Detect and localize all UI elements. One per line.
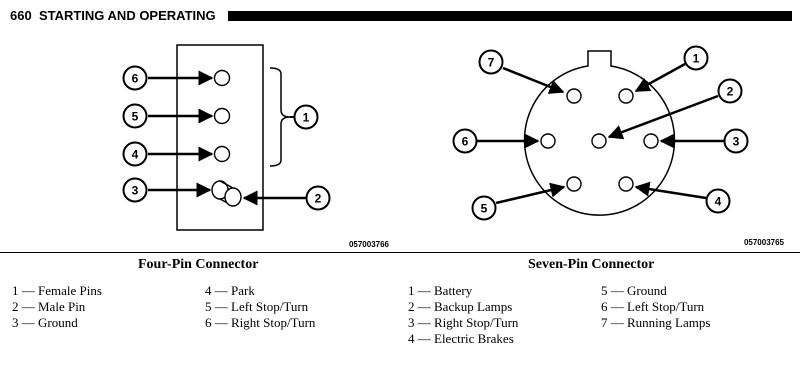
seven-callout-2-label: 2 <box>727 85 734 99</box>
callout-3: 3 <box>122 177 148 203</box>
seven-callout-1-label: 1 <box>693 52 700 66</box>
four-pin-legend-left: 1 — Female Pins 2 — Male Pin 3 — Ground <box>12 283 102 331</box>
seven-callout-7: 7 <box>478 49 504 75</box>
legend-item: 7 — Running Lamps <box>601 315 711 330</box>
callout-3-label: 3 <box>132 184 139 198</box>
seven-callout-3: 3 <box>723 128 749 154</box>
four-pin-legend-right: 4 — Park 5 — Left Stop/Turn 6 — Right St… <box>205 283 315 331</box>
four-pin-socket-6 <box>213 69 231 87</box>
callout-1-label: 1 <box>303 111 310 125</box>
page-header: 660 STARTING AND OPERATING <box>10 7 792 25</box>
legend-item: 6 — Left Stop/Turn <box>601 299 705 314</box>
callout-2-label: 2 <box>315 192 322 206</box>
seven-pin-legend-left: 1 — Battery 2 — Backup Lamps 3 — Right S… <box>408 283 518 347</box>
callout-5-label: 5 <box>132 110 139 124</box>
callout-arrow-4-seven <box>634 181 707 200</box>
seven-pin-socket-7 <box>566 88 582 104</box>
legend-item: 3 — Right Stop/Turn <box>408 315 519 330</box>
four-pin-diagram: 6 5 4 3 2 1 057003766 <box>122 44 390 249</box>
seven-callout-3-label: 3 <box>733 135 740 149</box>
callout-arrow-1 <box>634 62 686 93</box>
seven-pin-socket-5 <box>566 176 582 192</box>
four-pin-socket-4 <box>213 145 231 163</box>
callout-1: 1 <box>293 104 319 130</box>
legend-item: 6 — Right Stop/Turn <box>205 315 316 330</box>
seven-callout-1: 1 <box>683 45 709 71</box>
four-pin-figure-code: 057003766 <box>349 240 390 249</box>
callout-arrow-2-seven <box>607 94 719 140</box>
legend-item: 4 — Electric Brakes <box>408 331 514 346</box>
legend-item: 5 — Left Stop/Turn <box>205 299 309 314</box>
callout-arrow-5-seven <box>495 182 566 205</box>
seven-pin-socket-1 <box>618 88 634 104</box>
four-pin-caption: Four-Pin Connector <box>138 257 259 272</box>
callout-4: 4 <box>122 141 148 167</box>
seven-callout-5: 5 <box>471 195 497 221</box>
seven-pin-socket-2 <box>591 133 607 149</box>
seven-callout-5-label: 5 <box>481 202 488 216</box>
seven-callout-4: 4 <box>705 188 731 214</box>
seven-callout-6: 6 <box>452 128 478 154</box>
seven-callout-2: 2 <box>717 78 743 104</box>
legend-item: 1 — Battery <box>408 283 473 298</box>
legend-item: 2 — Backup Lamps <box>408 299 513 314</box>
callout-6: 6 <box>122 65 148 91</box>
female-pins-bracket <box>269 67 291 167</box>
seven-pin-socket-4 <box>618 176 634 192</box>
seven-callout-7-label: 7 <box>488 56 495 70</box>
seven-callout-4-label: 4 <box>715 195 722 209</box>
section-title: STARTING AND OPERATING <box>38 8 216 23</box>
figure-divider <box>0 252 800 253</box>
page-number: 660 <box>10 8 32 23</box>
callout-arrow-7 <box>502 66 565 94</box>
seven-pin-diagram: 7 1 2 6 3 5 4 057003765 <box>452 45 785 247</box>
page-header-text: 660 STARTING AND OPERATING <box>10 7 216 25</box>
header-rule <box>228 11 792 21</box>
callout-6-label: 6 <box>132 72 139 86</box>
legend-item: 5 — Ground <box>601 283 667 298</box>
callout-5: 5 <box>122 103 148 129</box>
seven-callout-6-label: 6 <box>462 135 469 149</box>
four-pin-male-pin <box>211 180 242 207</box>
callout-2: 2 <box>305 185 331 211</box>
legend-item: 1 — Female Pins <box>12 283 102 298</box>
four-pin-socket-5 <box>213 107 231 125</box>
seven-pin-legend-right: 5 — Ground 6 — Left Stop/Turn 7 — Runnin… <box>601 283 710 331</box>
seven-pin-socket-6 <box>540 133 556 149</box>
callout-4-label: 4 <box>132 148 139 162</box>
seven-pin-socket-3 <box>643 133 659 149</box>
legend-item: 2 — Male Pin <box>12 299 86 314</box>
legend-item: 3 — Ground <box>12 315 78 330</box>
seven-pin-caption: Seven-Pin Connector <box>528 257 655 272</box>
seven-pin-figure-code: 057003765 <box>744 238 785 247</box>
four-pin-housing <box>176 44 264 231</box>
legend-item: 4 — Park <box>205 283 255 298</box>
